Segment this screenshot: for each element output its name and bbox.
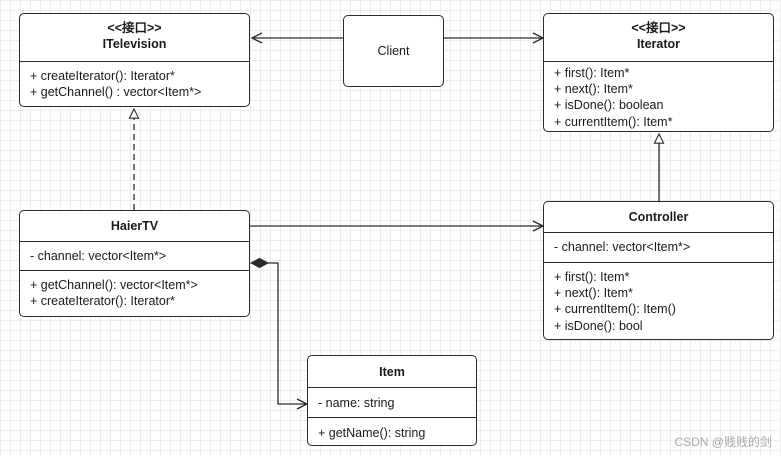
- attribute-row: - channel: vector<Item*>: [554, 240, 691, 254]
- item-class[interactable]: Item - name: string + getName(): string: [307, 355, 477, 446]
- composition-diamond-icon: [249, 257, 270, 269]
- controller-name: Controller: [628, 210, 689, 224]
- method-row: + getChannel() : vector<Item*>: [30, 85, 202, 100]
- item-methods: + getName(): string: [308, 417, 476, 441]
- method-row: + first(): Item*: [554, 270, 630, 284]
- haiertv-header: HaierTV: [20, 211, 249, 241]
- controller-header: Controller: [544, 202, 773, 232]
- itelevision-name: ITelevision: [102, 37, 167, 51]
- method-row: + next(): Item*: [554, 286, 633, 301]
- method-row: + currentItem(): Item*: [554, 114, 673, 129]
- iterator-stereotype: <<接口>>: [631, 21, 686, 35]
- itelevision-interface[interactable]: <<接口>> ITelevision + createIterator(): I…: [19, 13, 250, 107]
- method-row: + getName(): string: [318, 426, 426, 440]
- iterator-header: <<接口>> Iterator: [544, 14, 773, 61]
- controller-class[interactable]: Controller - channel: vector<Item*> + fi…: [543, 201, 774, 340]
- haiertv-name: HaierTV: [110, 219, 159, 233]
- client-name: Client: [377, 44, 410, 58]
- iterator-interface[interactable]: <<接口>> Iterator + first(): Item* + next(…: [543, 13, 774, 132]
- itelevision-methods: + createIterator(): Iterator* + getChann…: [20, 61, 249, 100]
- controller-attributes: - channel: vector<Item*>: [544, 232, 773, 262]
- iterator-name: Iterator: [636, 37, 681, 51]
- attribute-row: - name: string: [318, 396, 395, 410]
- haiertv-methods: + getChannel(): vector<Item*> + createIt…: [20, 270, 249, 309]
- client-box[interactable]: Client: [343, 15, 444, 87]
- method-row: + first(): Item*: [554, 66, 630, 80]
- watermark-text: CSDN @贱贱的剑: [674, 435, 772, 449]
- haiertv-item-composition-line: [268, 262, 307, 404]
- method-row: + createIterator(): Iterator*: [30, 294, 175, 309]
- item-header: Item: [308, 356, 476, 387]
- method-row: + isDone(): boolean: [554, 98, 664, 113]
- attribute-row: - channel: vector<Item*>: [30, 249, 167, 263]
- item-name: Item: [379, 365, 405, 379]
- item-attributes: - name: string: [308, 387, 476, 417]
- method-row: + getChannel(): vector<Item*>: [30, 278, 198, 292]
- iterator-methods: + first(): Item* + next(): Item* + isDon…: [544, 61, 773, 130]
- method-row: + currentItem(): Item(): [554, 302, 676, 317]
- method-row: + createIterator(): Iterator*: [30, 69, 175, 83]
- itelevision-header: <<接口>> ITelevision: [20, 14, 249, 61]
- itelevision-stereotype: <<接口>>: [107, 21, 162, 35]
- haiertv-class[interactable]: HaierTV - channel: vector<Item*> + getCh…: [19, 210, 250, 317]
- method-row: + isDone(): bool: [554, 318, 643, 333]
- method-row: + next(): Item*: [554, 82, 633, 97]
- haiertv-attributes: - channel: vector<Item*>: [20, 241, 249, 270]
- controller-methods: + first(): Item* + next(): Item* + curre…: [544, 262, 773, 334]
